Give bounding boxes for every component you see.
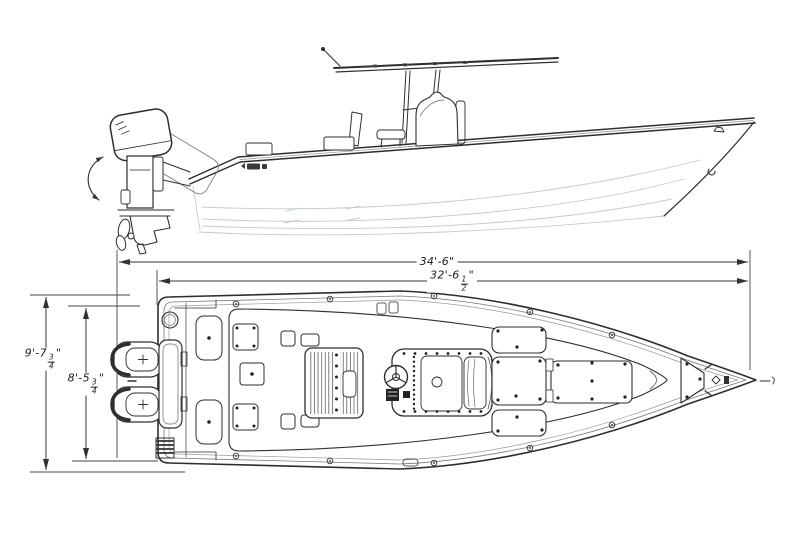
dimension-unit: "	[98, 371, 105, 385]
side-profile-view	[87, 47, 756, 255]
steering-wheel	[383, 364, 409, 390]
dimension-unit: "	[468, 268, 474, 282]
trim-cylinder	[120, 189, 131, 205]
outboard-engines-plan	[110, 339, 188, 429]
propeller	[115, 218, 135, 251]
dimension-value: 32'-6	[430, 268, 460, 282]
transom-details	[155, 299, 419, 467]
outboard-engine-side	[87, 108, 219, 255]
dimension-value: 34'-6	[419, 254, 450, 268]
bow-liner-chevron	[649, 370, 657, 390]
bow-anchor-hatch	[680, 357, 705, 404]
hatch-latch-dots-forward	[496, 328, 702, 433]
t-top-legs	[401, 69, 441, 144]
engine-midsection	[126, 155, 154, 209]
leaning-post-side	[376, 129, 406, 148]
gunwale-rod-holders	[232, 292, 616, 467]
anti-ventilation-plate	[117, 209, 175, 217]
t-top-rod-holder	[371, 64, 379, 68]
hull-sheer-lines	[188, 117, 756, 217]
center-console-side	[415, 91, 459, 147]
aft-seat-side	[245, 111, 363, 156]
hull-brand-logo	[241, 163, 267, 170]
bow-hardware	[704, 364, 729, 396]
t-top-rod-holder	[431, 62, 439, 66]
hatch-latch-dots	[207, 326, 256, 428]
t-top-rod-holder	[401, 63, 409, 67]
t-top	[321, 47, 559, 145]
engine-starboard	[110, 386, 164, 423]
transom-vent-hatch	[155, 437, 175, 459]
leaning-post-plan	[304, 347, 364, 419]
plan-view	[110, 290, 775, 470]
centerline-mark	[759, 376, 775, 385]
dimension-value: 9'-7	[24, 346, 47, 360]
tilt-arc-arrow	[87, 156, 104, 201]
antenna	[323, 49, 341, 67]
bow-nav-light	[713, 126, 725, 133]
skeg	[136, 243, 147, 255]
gearcase	[129, 215, 171, 246]
dimension-value: 8'-5	[67, 371, 90, 385]
engine-port	[110, 341, 164, 378]
dimension-length-overall: 34'-6"	[416, 254, 458, 269]
hull-underwater-lines	[192, 159, 701, 236]
dimension-unit: "	[55, 346, 62, 360]
engine-bracket-plan	[158, 339, 183, 429]
engine-bracket	[152, 156, 191, 192]
engine-cowling	[109, 108, 173, 162]
aft-deck-hatches	[195, 315, 320, 445]
t-top-rod-holder	[461, 60, 469, 64]
leaning-post-bolts	[335, 353, 338, 412]
livewell	[161, 311, 179, 329]
bow-eye	[707, 168, 716, 176]
throttle-control	[386, 389, 399, 401]
console-grab-rail-dots	[412, 355, 416, 410]
forward-deck-hatches	[491, 326, 705, 437]
center-console-plan	[383, 348, 495, 417]
dimension-unit: "	[449, 254, 455, 268]
